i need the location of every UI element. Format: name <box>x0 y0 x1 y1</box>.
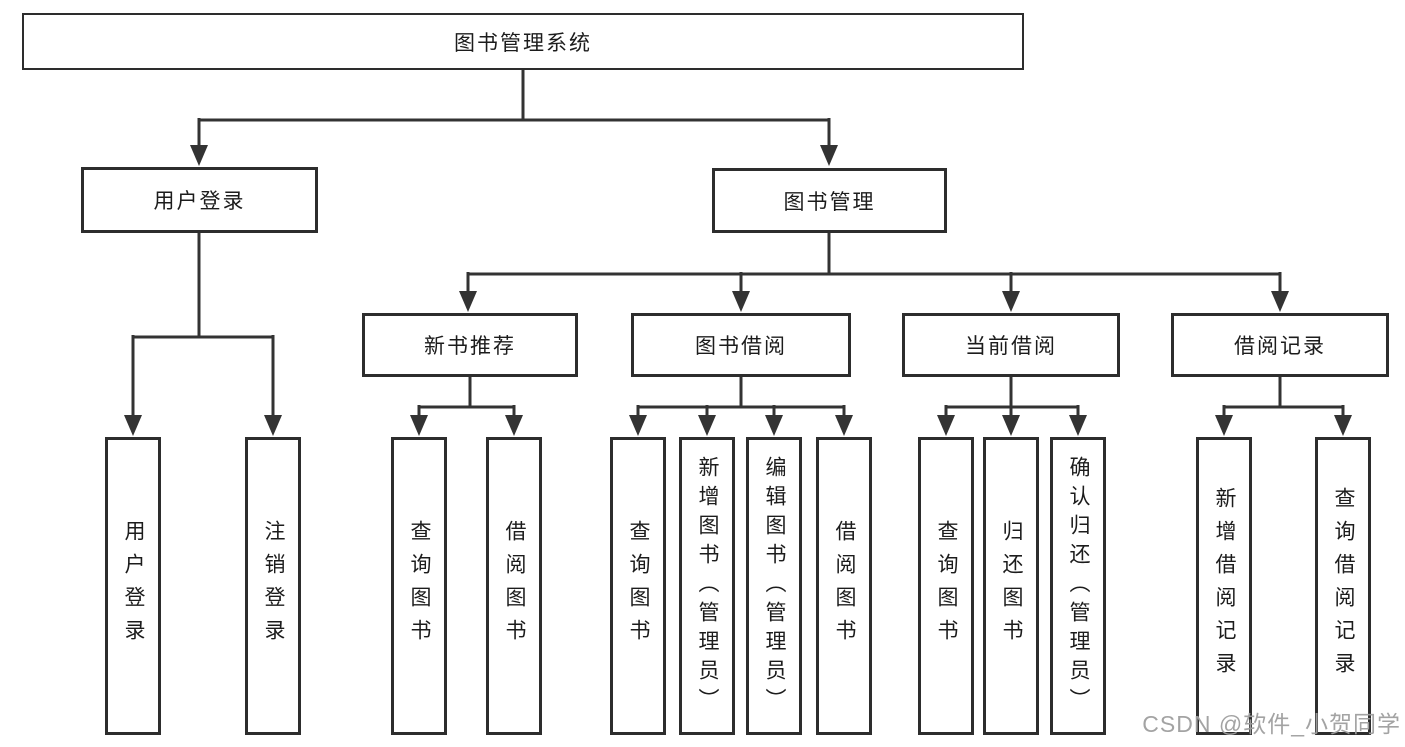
connector-current-borrowing <box>937 377 1087 436</box>
connector-new-book-recommendation <box>410 377 523 436</box>
arrow-down-icon <box>732 291 750 312</box>
node-book-borrowing: 图书借阅 <box>631 313 851 377</box>
arrow-down-icon <box>820 145 838 166</box>
leaf-edit-book-admin: 编辑图书（管理员） <box>746 437 802 735</box>
arrow-down-icon <box>1334 415 1352 436</box>
leaf-logout: 注销登录 <box>245 437 301 735</box>
leaf-return-books: 归还图书 <box>983 437 1039 735</box>
arrow-down-icon <box>459 291 477 312</box>
watermark-text: CSDN @软件_小贺同学 <box>1142 711 1401 737</box>
arrow-down-icon <box>629 415 647 436</box>
leaf-add-borrow-record: 新增借阅记录 <box>1196 437 1252 735</box>
arrow-down-icon <box>765 415 783 436</box>
arrow-down-icon <box>1271 291 1289 312</box>
arrow-down-icon <box>1069 415 1087 436</box>
node-user-login: 用户登录 <box>81 167 318 233</box>
leaf-recommend-query-books: 查询图书 <box>391 437 447 735</box>
connector-borrowing-records <box>1215 377 1352 436</box>
arrow-down-icon <box>190 145 208 166</box>
arrow-down-icon <box>1215 415 1233 436</box>
arrow-down-icon <box>1002 291 1020 312</box>
arrow-down-icon <box>835 415 853 436</box>
leaf-current-query-books: 查询图书 <box>918 437 974 735</box>
arrow-down-icon <box>505 415 523 436</box>
leaf-add-book-admin: 新增图书（管理员） <box>679 437 735 735</box>
node-current-borrowing: 当前借阅 <box>902 313 1120 377</box>
connector-root <box>190 70 838 166</box>
node-root: 图书管理系统 <box>22 13 1024 70</box>
connector-book-management <box>459 233 1289 312</box>
connector-user-login <box>124 233 282 436</box>
leaf-confirm-return-admin: 确认归还（管理员） <box>1050 437 1106 735</box>
leaf-query-borrow-record: 查询借阅记录 <box>1315 437 1371 735</box>
leaf-borrow-books: 借阅图书 <box>816 437 872 735</box>
arrow-down-icon <box>1002 415 1020 436</box>
node-book-management: 图书管理 <box>712 168 947 233</box>
arrow-down-icon <box>410 415 428 436</box>
leaf-user-login: 用户登录 <box>105 437 161 735</box>
arrow-down-icon <box>698 415 716 436</box>
leaf-borrowing-query-books: 查询图书 <box>610 437 666 735</box>
arrow-down-icon <box>937 415 955 436</box>
arrow-down-icon <box>264 415 282 436</box>
connector-book-borrowing <box>629 377 853 436</box>
node-new-book-recommendation: 新书推荐 <box>362 313 578 377</box>
leaf-recommend-borrow-books: 借阅图书 <box>486 437 542 735</box>
node-borrowing-records: 借阅记录 <box>1171 313 1389 377</box>
arrow-down-icon <box>124 415 142 436</box>
